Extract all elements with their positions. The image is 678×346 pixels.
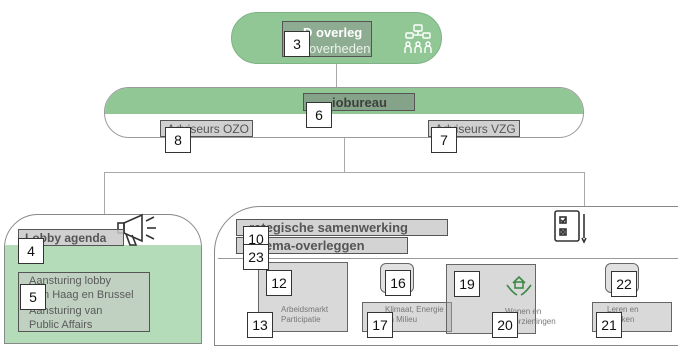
- thema-line: Arbeidsmarkt: [281, 305, 329, 314]
- marker-23: 23: [243, 244, 269, 270]
- overleg-title: D overleg: [303, 25, 363, 40]
- house-hands-icon: [505, 269, 533, 302]
- thema-line: Voorzieningen: [505, 317, 556, 326]
- marker-4: 4: [18, 238, 44, 264]
- people-network-icon: [402, 23, 434, 60]
- overleg-pill: [231, 12, 442, 64]
- thema-line: Leren en: [607, 305, 639, 314]
- marker-13: 13: [247, 312, 273, 338]
- diagram-canvas: D overleg overheden iobureau Adviseurs O…: [4, 12, 678, 346]
- connector-left: [104, 172, 105, 214]
- megaphone-icon: [112, 207, 162, 253]
- lobby-item: Den Haag en Brussel: [29, 289, 134, 301]
- lobby-title-box: Lobby agenda: [18, 229, 124, 246]
- marker-8: 8: [165, 127, 191, 153]
- checklist-icon: [552, 208, 592, 246]
- samenwerking-title-box: rategische samenwerking: [236, 219, 448, 236]
- marker-7: 7: [431, 127, 457, 153]
- marker-20: 20: [492, 312, 518, 338]
- overleg-subtitle: overheden: [309, 41, 371, 56]
- marker-17: 17: [367, 312, 393, 338]
- bureau-header: [105, 88, 583, 114]
- lobby-item: Public Affairs: [29, 319, 93, 331]
- connector-bureau: [344, 138, 345, 172]
- lobby-item: Aansturing van: [29, 305, 103, 317]
- connector-top: [336, 64, 337, 87]
- marker-12: 12: [266, 270, 292, 296]
- thema-line: en Milieu: [385, 315, 418, 324]
- connector-horizontal: [104, 172, 584, 173]
- thema-line: Wonen en: [505, 307, 542, 316]
- marker-19: 19: [454, 271, 480, 297]
- bureau-title: iobureau: [332, 95, 387, 110]
- marker-16: 16: [385, 270, 411, 296]
- bureau-box: [104, 87, 584, 138]
- thema-line: Klimaat, Energie: [385, 305, 444, 314]
- lobby-title: Lobby agenda: [25, 231, 107, 245]
- marker-21: 21: [596, 312, 622, 338]
- thema-line: Participatie: [281, 315, 321, 324]
- thema-title: Thema-overleggen: [249, 238, 365, 253]
- marker-6: 6: [306, 102, 332, 128]
- thema-title-box: Thema-overleggen: [236, 237, 408, 254]
- marker-3: 3: [284, 31, 310, 57]
- thema-divider: [218, 258, 678, 259]
- lobby-item: Aansturing lobby: [29, 275, 111, 287]
- connector-right: [584, 172, 585, 206]
- marker-22: 22: [611, 271, 637, 297]
- samenwerking-title: rategische samenwerking: [249, 220, 408, 235]
- marker-5: 5: [20, 284, 46, 310]
